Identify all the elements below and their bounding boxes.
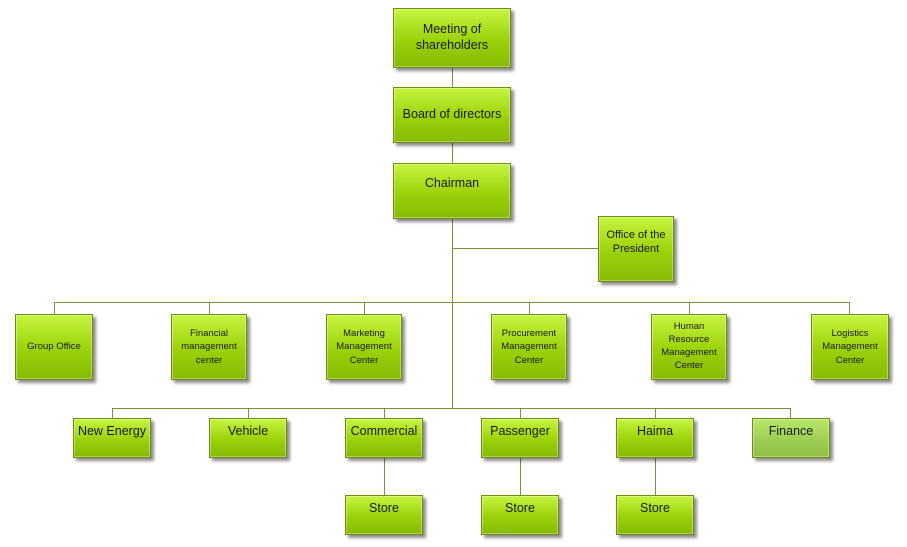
connector-line [54, 302, 55, 314]
node-finance: Finance [752, 418, 830, 458]
connector-line [520, 458, 521, 495]
connector-line [849, 302, 850, 314]
node-label: Group Office [27, 341, 81, 353]
connector-line [689, 302, 690, 314]
node-label: Store [505, 501, 535, 515]
node-label: New Energy [77, 424, 147, 438]
node-label: Commercial [350, 424, 418, 438]
node-commercial: Commercial [345, 418, 423, 458]
node-group-office: Group Office [15, 314, 93, 380]
node-new-energy: New Energy [73, 418, 151, 458]
node-haima: Haima [616, 418, 694, 458]
node-meeting-of-shareholders: Meeting of shareholders [393, 8, 511, 68]
connector-line [452, 68, 453, 87]
node-label: Chairman [424, 176, 480, 190]
connector-line [112, 408, 113, 418]
connector-line [790, 408, 791, 418]
node-chairman: Chairman [393, 163, 511, 219]
node-label: Logistics Management Center [822, 328, 878, 366]
node-logistics-management-center: Logistics Management Center [811, 314, 889, 380]
connector-line [112, 408, 791, 409]
node-store-haima: Store [616, 495, 694, 535]
connector-line [452, 248, 598, 249]
node-label: Board of directors [402, 107, 502, 122]
connector-line [248, 408, 249, 418]
connector-line [54, 302, 850, 303]
node-label: Store [369, 501, 399, 515]
connector-line [655, 458, 656, 495]
node-store-passenger: Store [481, 495, 559, 535]
node-label: Meeting of shareholders [415, 22, 489, 52]
node-label: Passenger [490, 424, 550, 438]
node-marketing-management-center: Marketing Management Center [326, 314, 402, 380]
node-label: Finance [768, 424, 814, 438]
connector-line [452, 143, 453, 163]
connector-line [209, 302, 210, 314]
node-passenger: Passenger [481, 418, 559, 458]
node-store-commercial: Store [345, 495, 423, 535]
node-human-resource-management-center: Human Resource Management Center [651, 314, 727, 380]
node-label: Procurement Management Center [501, 328, 557, 366]
node-label: Vehicle [227, 424, 269, 438]
node-label: Financial management center [181, 328, 237, 366]
node-procurement-management-center: Procurement Management Center [491, 314, 567, 380]
node-label: Human Resource Management Center [661, 321, 717, 371]
node-label: Office of the President [606, 229, 666, 255]
node-board-of-directors: Board of directors [393, 87, 511, 143]
node-financial-management-center: Financial management center [171, 314, 247, 380]
connector-line [529, 302, 530, 314]
connector-line [364, 302, 365, 314]
node-vehicle: Vehicle [209, 418, 287, 458]
connector-line [384, 408, 385, 418]
connector-line [655, 408, 656, 418]
node-office-of-the-president: Office of the President [598, 216, 674, 282]
node-label: Haima [636, 424, 674, 438]
connector-line [520, 408, 521, 418]
node-label: Store [640, 501, 670, 515]
connector-line [452, 219, 453, 408]
connector-line [384, 458, 385, 495]
node-label: Marketing Management Center [336, 328, 392, 366]
